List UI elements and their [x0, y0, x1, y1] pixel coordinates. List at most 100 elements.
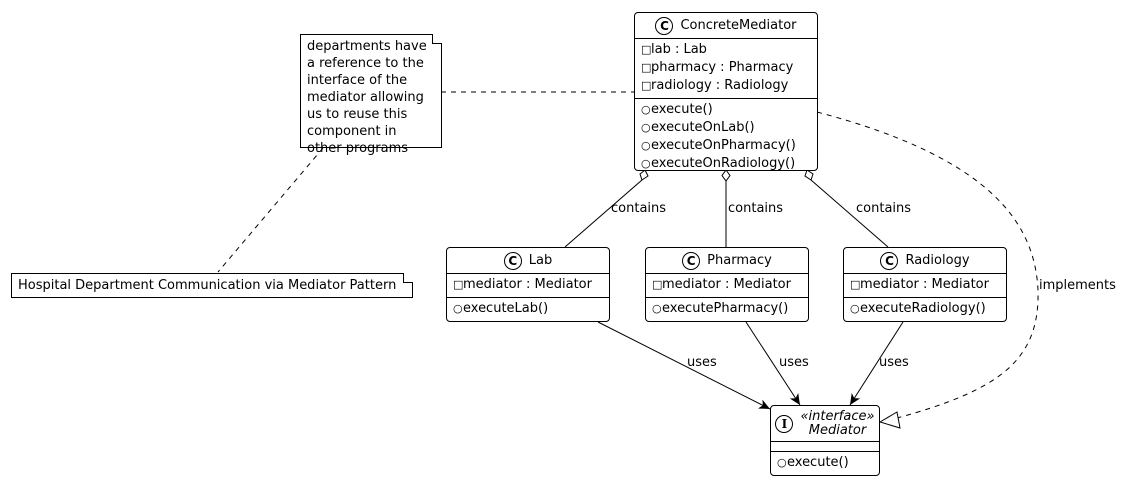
operation-text: executeRadiology() — [860, 301, 986, 316]
note-line: us to reuse this — [307, 107, 408, 122]
attribute-row: □lab : Lab — [641, 41, 811, 59]
operation-text: executeOnLab() — [651, 120, 755, 135]
attribute-row: □mediator : Mediator — [850, 276, 1000, 294]
operation-row: ○executeOnLab() — [641, 119, 811, 137]
class-operations: ○executeRadiology() — [844, 298, 1006, 321]
class-operations: ○executeLab() — [447, 298, 609, 321]
attribute-text: mediator : Mediator — [662, 277, 791, 292]
class-c-icon: C — [682, 251, 701, 270]
private-icon: □ — [641, 43, 652, 56]
label-uses-pharmacy: uses — [779, 355, 809, 370]
attribute-text: radiology : Radiology — [651, 78, 789, 93]
aggregation-radiology-diamond — [804, 169, 814, 181]
private-icon: □ — [641, 79, 652, 92]
operation-row: ○executePharmacy() — [652, 300, 802, 318]
operation-row: ○executeLab() — [453, 300, 603, 318]
aggregation-lab-line — [564, 179, 643, 248]
private-icon: □ — [453, 278, 464, 291]
class-attributes-empty — [771, 442, 879, 452]
class-lab[interactable]: C Lab □mediator : Mediator ○executeLab() — [446, 247, 610, 322]
class-name: Lab — [528, 253, 553, 268]
note-line: a reference to the — [307, 56, 424, 71]
public-icon: ○ — [652, 302, 662, 315]
class-header: C Radiology — [844, 248, 1006, 274]
attribute-row: □radiology : Radiology — [641, 77, 811, 95]
operation-text: execute() — [651, 102, 713, 117]
class-operations: ○execute() — [771, 452, 879, 475]
attribute-row: □mediator : Mediator — [652, 276, 802, 294]
private-icon: □ — [641, 61, 652, 74]
attribute-text: mediator : Mediator — [860, 277, 989, 292]
interface-stereotype: «interface» — [800, 408, 875, 424]
class-header: C Pharmacy — [646, 248, 808, 274]
class-operations: ○executePharmacy() — [646, 298, 808, 321]
label-uses-lab: uses — [687, 355, 717, 370]
note-fold-icon — [403, 273, 413, 283]
interface-title: «interface» Mediator — [800, 408, 875, 438]
note-line: other programs — [307, 141, 409, 156]
label-contains-lab: contains — [611, 201, 667, 216]
attribute-row: □mediator : Mediator — [453, 276, 603, 294]
attribute-text: pharmacy : Pharmacy — [651, 60, 794, 75]
operation-row: ○execute() — [641, 101, 811, 119]
uses-radiology-arrow — [849, 321, 904, 406]
operation-row: ○executeRadiology() — [850, 300, 1000, 318]
private-icon: □ — [850, 278, 861, 291]
label-contains-radiology: contains — [856, 201, 912, 216]
class-concrete-mediator[interactable]: C ConcreteMediator □lab : Lab □pharmacy … — [634, 12, 818, 171]
aggregation-radiology-line — [810, 179, 889, 248]
label-uses-radiology: uses — [879, 355, 909, 370]
class-c-icon: C — [880, 251, 899, 270]
class-c-icon: C — [503, 251, 522, 270]
uses-lab-arrow — [597, 321, 771, 410]
operation-row: ○executeOnPharmacy() — [641, 137, 811, 155]
class-c-icon: C — [655, 16, 674, 35]
class-attributes: □mediator : Mediator — [447, 274, 609, 298]
public-icon: ○ — [777, 456, 787, 469]
note-link-title — [217, 147, 324, 273]
aggregation-lab-diamond — [639, 169, 649, 181]
note-departments: departments have a reference to the inte… — [300, 34, 442, 156]
operation-text: executeOnPharmacy() — [651, 138, 796, 153]
label-contains-pharmacy: contains — [728, 201, 784, 216]
attribute-text: lab : Lab — [651, 42, 707, 57]
public-icon: ○ — [641, 157, 651, 170]
class-header: C ConcreteMediator — [635, 13, 817, 39]
class-attributes: □lab : Lab □pharmacy : Pharmacy □radiolo… — [635, 39, 817, 99]
class-name: Mediator — [808, 422, 867, 438]
public-icon: ○ — [641, 121, 651, 134]
attribute-text: mediator : Mediator — [463, 277, 592, 292]
note-fold-icon — [432, 34, 442, 44]
class-radiology[interactable]: C Radiology □mediator : Mediator ○execut… — [843, 247, 1007, 322]
class-name: Radiology — [905, 253, 970, 268]
class-header: I «interface» Mediator — [771, 406, 879, 442]
public-icon: ○ — [641, 103, 651, 116]
class-attributes: □mediator : Mediator — [646, 274, 808, 298]
public-icon: ○ — [850, 302, 860, 315]
interface-mediator[interactable]: I «interface» Mediator ○execute() — [770, 405, 880, 476]
operation-text: executeLab() — [463, 301, 549, 316]
note-line: mediator allowing — [307, 90, 424, 105]
note-title: Hospital Department Communication via Me… — [11, 273, 413, 298]
operation-row: ○executeOnRadiology() — [641, 155, 811, 173]
class-name: Pharmacy — [707, 253, 772, 268]
implements-dashed-line — [816, 111, 1039, 419]
class-attributes: □mediator : Mediator — [844, 274, 1006, 298]
label-implements: implements — [1039, 278, 1116, 293]
interface-i-icon: I — [775, 414, 794, 433]
aggregation-pharmacy-diamond — [721, 169, 731, 182]
note-title-text: Hospital Department Communication via Me… — [18, 278, 397, 293]
operation-text: executeOnRadiology() — [651, 156, 796, 171]
attribute-row: □pharmacy : Pharmacy — [641, 59, 811, 77]
public-icon: ○ — [641, 139, 651, 152]
class-pharmacy[interactable]: C Pharmacy □mediator : Mediator ○execute… — [645, 247, 809, 322]
class-operations: ○execute() ○executeOnLab() ○executeOnPha… — [635, 99, 817, 176]
operation-row: ○execute() — [777, 454, 873, 472]
class-name: ConcreteMediator — [680, 18, 797, 33]
note-line: component in — [307, 124, 397, 139]
class-header: C Lab — [447, 248, 609, 274]
operation-text: executePharmacy() — [662, 301, 789, 316]
public-icon: ○ — [453, 302, 463, 315]
